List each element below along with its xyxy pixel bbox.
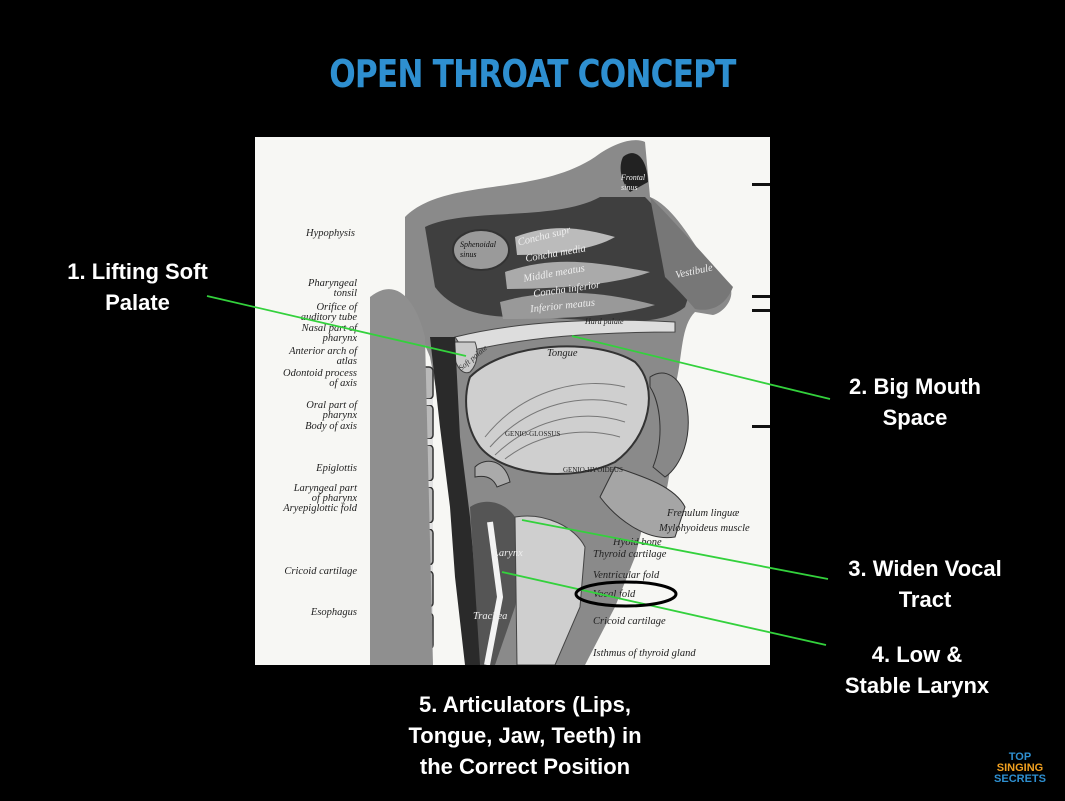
label-pharynx-1: pharynx <box>275 334 357 344</box>
bottom-caption-line2: Tongue, Jaw, Teeth) in <box>375 720 675 751</box>
label-auditory-tube: auditory tube <box>265 313 357 323</box>
label-larynx: Larynx <box>493 549 533 559</box>
label-atlas: atlas <box>275 357 357 367</box>
logo-line-secrets: SECRETS <box>990 774 1050 785</box>
label-aryepiglottic-fold: Aryepiglottic fold <box>255 504 357 514</box>
label-frenulum-linguae: Frenulum linguæ <box>667 509 767 519</box>
label-tongue: Tongue <box>547 349 607 359</box>
label-pharynx-2: pharynx <box>275 411 357 421</box>
label-of-axis: of axis <box>275 379 357 389</box>
callout-3-line2: Tract <box>825 584 1025 615</box>
label-genio-glossus: GENIO-GLOSSUS <box>505 429 585 439</box>
label-thyroid-cartilage: Thyroid cartilage <box>593 550 703 560</box>
label-trachea: Trachea <box>473 612 523 622</box>
callout-2: 2. Big Mouth Space <box>825 371 1005 433</box>
top-singing-secrets-logo: TOP SINGING SECRETS <box>990 752 1050 785</box>
callout-4: 4. Low & Stable Larynx <box>822 639 1012 701</box>
label-mylohyoideus-muscle: Mylohyoideus muscle <box>659 524 769 534</box>
label-esophagus: Esophagus <box>265 608 357 618</box>
ruler-tick <box>752 183 770 186</box>
label-frontal-sinus: Frontal sinus <box>621 173 661 193</box>
ruler-tick <box>752 425 770 428</box>
callout-4-line1: 4. Low & <box>822 639 1012 670</box>
callout-1-line2: Palate <box>40 287 235 318</box>
anatomy-illustration: Hypophysis Pharyngeal tonsil Orifice of … <box>255 137 770 665</box>
label-genio-hyoideus: GENIO-HYOIDEUS <box>563 465 643 475</box>
ruler-tick <box>752 309 770 312</box>
ruler-tick <box>752 295 770 298</box>
callout-2-line1: 2. Big Mouth <box>825 371 1005 402</box>
label-hyoid-bone: Hyoid bone <box>613 538 713 548</box>
label-vocal-fold: Vocal fold <box>593 590 673 600</box>
slide-title: OPEN THROAT CONCEPT <box>96 52 969 96</box>
callout-2-line2: Space <box>825 402 1005 433</box>
bottom-caption-line3: the Correct Position <box>375 751 675 782</box>
label-cricoid-cartilage-right: Cricoid cartilage <box>593 617 703 627</box>
label-body-of-axis: Body of axis <box>265 422 357 432</box>
callout-3-line1: 3. Widen Vocal <box>825 553 1025 584</box>
callout-4-line2: Stable Larynx <box>822 670 1012 701</box>
label-sphenoidal-sinus: Sphenoidal sinus <box>460 240 510 260</box>
bottom-caption: 5. Articulators (Lips, Tongue, Jaw, Teet… <box>375 689 675 782</box>
label-epiglottis: Epiglottis <box>265 464 357 474</box>
callout-1: 1. Lifting Soft Palate <box>40 256 235 318</box>
label-ventricular-fold: Ventricular fold <box>593 571 703 581</box>
label-cricoid-cartilage-left: Cricoid cartilage <box>255 567 357 577</box>
callout-3: 3. Widen Vocal Tract <box>825 553 1025 615</box>
callout-1-line1: 1. Lifting Soft <box>40 256 235 287</box>
label-hypophysis: Hypophysis <box>275 229 355 239</box>
label-hard-palate: Hard palate <box>585 317 655 327</box>
label-isthmus-of-thyroid-gland: Isthmus of thyroid gland <box>593 649 733 659</box>
label-tonsil: tonsil <box>275 289 357 299</box>
bottom-caption-line1: 5. Articulators (Lips, <box>375 689 675 720</box>
